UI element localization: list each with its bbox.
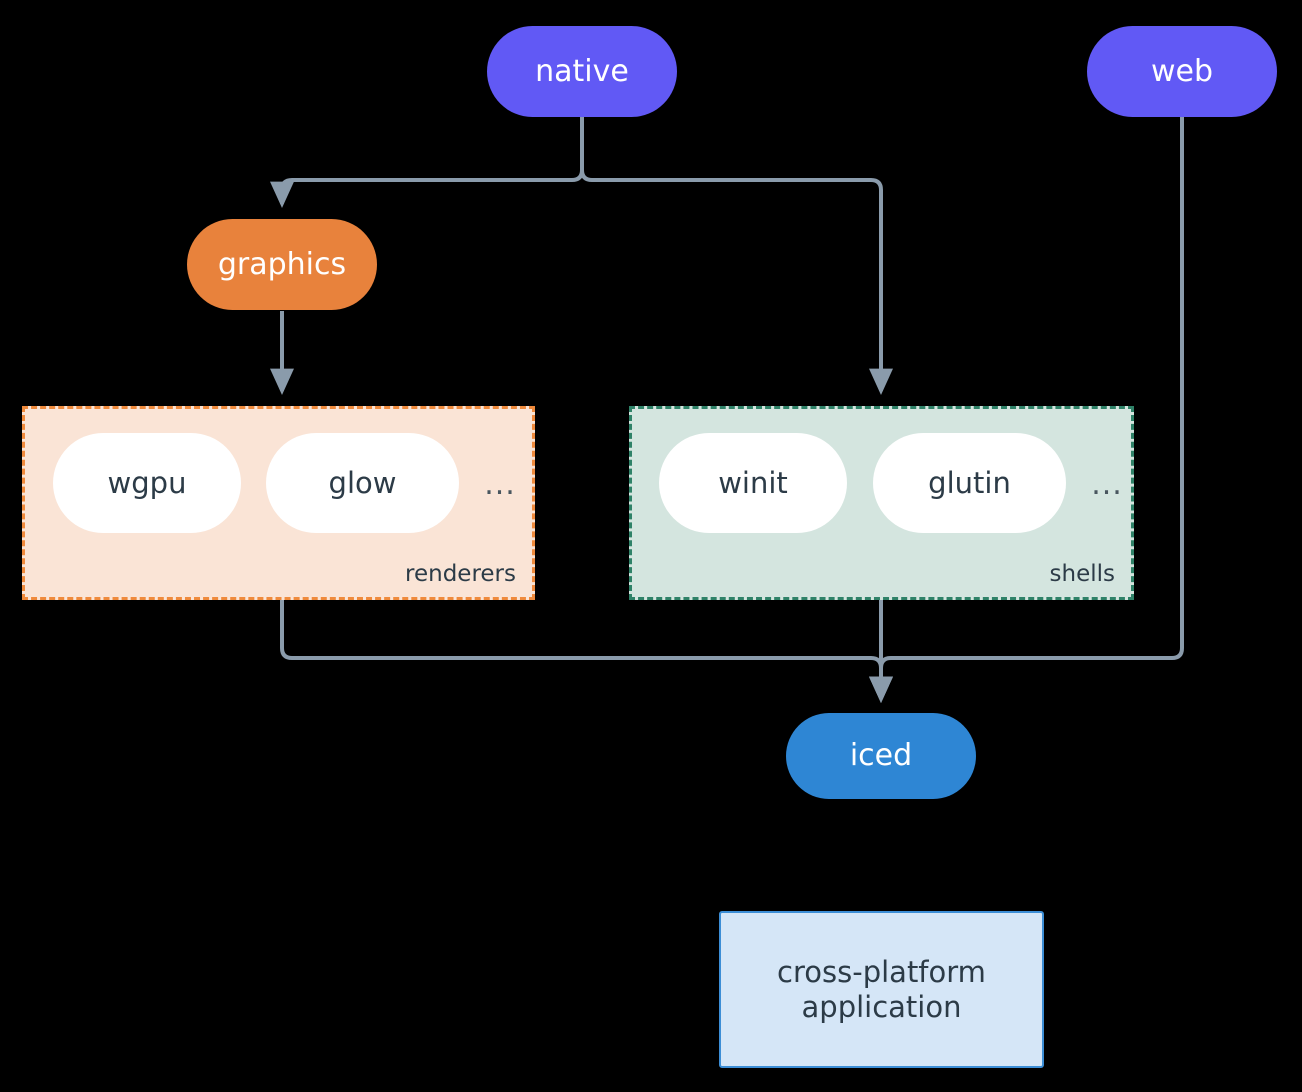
shell-item-glutin[interactable]: glutin: [873, 433, 1066, 533]
renderer-item-glow[interactable]: glow: [266, 433, 459, 533]
edge-renderers-to-iced: [280, 600, 893, 704]
group-shells-label: shells: [1049, 561, 1115, 587]
node-native-label: native: [535, 53, 629, 89]
shells-overflow-ellipsis: ...: [1091, 466, 1123, 502]
group-renderers-label: renderers: [405, 561, 516, 587]
shell-item-winit[interactable]: winit: [659, 433, 847, 533]
renderers-overflow-ellipsis: ...: [484, 466, 516, 502]
node-cross-platform-application[interactable]: cross-platform application: [719, 911, 1044, 1068]
edge-native-split: [269, 116, 584, 209]
application-label-line1: cross-platform: [777, 955, 986, 990]
renderer-item-wgpu-label: wgpu: [107, 466, 187, 500]
renderer-item-wgpu[interactable]: wgpu: [53, 433, 241, 533]
shell-item-winit-label: winit: [718, 466, 788, 500]
node-iced[interactable]: iced: [786, 713, 976, 799]
shell-item-glutin-label: glutin: [928, 466, 1011, 500]
application-label-line2: application: [801, 989, 962, 1024]
node-iced-label: iced: [849, 738, 913, 774]
group-shells: winit glutin ... shells: [629, 406, 1134, 600]
node-graphics-label: graphics: [217, 246, 347, 282]
edge-native-to-shells: [580, 116, 893, 396]
renderer-item-glow-label: glow: [328, 466, 397, 500]
node-native[interactable]: native: [487, 26, 677, 117]
node-graphics[interactable]: graphics: [187, 219, 377, 310]
group-renderers: wgpu glow ... renderers: [22, 406, 535, 600]
node-web[interactable]: web: [1087, 26, 1277, 117]
node-web-label: web: [1150, 53, 1214, 89]
